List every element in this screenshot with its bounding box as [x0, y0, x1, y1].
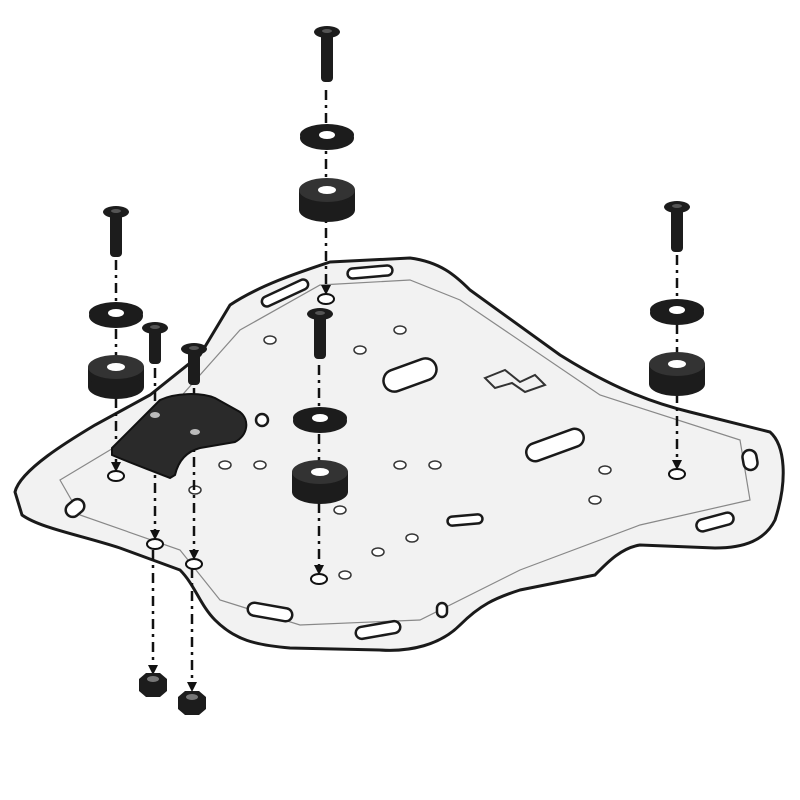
bolt: [664, 201, 690, 252]
arrow-icon: [321, 285, 331, 295]
spacer-bottom: [292, 480, 348, 504]
nut-body: [178, 691, 206, 715]
bolt-socket: [150, 325, 160, 329]
bolt-socket: [111, 209, 121, 213]
spacer-hole: [668, 360, 686, 368]
bolt-shank: [188, 349, 200, 385]
bolt-socket: [322, 29, 332, 33]
washer-hole: [669, 306, 685, 314]
plate-slot: [695, 511, 735, 533]
washer-hole: [319, 131, 335, 139]
nut-body: [139, 673, 167, 697]
mounting-hole: [107, 470, 125, 482]
plate-hole: [588, 495, 602, 505]
plate-hole: [598, 465, 612, 475]
plate-outline: [13, 256, 785, 652]
plate-slot: [346, 264, 394, 280]
mounting-hole: [668, 468, 686, 480]
mounting-bracket: [111, 393, 248, 480]
rack-plate: [13, 256, 785, 652]
plate-hole: [393, 460, 407, 470]
washer: [650, 299, 704, 325]
bolt-shank: [149, 328, 161, 364]
plate-slot: [254, 412, 270, 428]
plate-hole: [333, 505, 347, 515]
washer-hole: [312, 414, 328, 422]
nut-hole: [186, 694, 198, 700]
arrow-icon: [187, 682, 197, 692]
plate-slot: [354, 619, 402, 641]
nut: [178, 691, 206, 715]
mounting-hole: [310, 573, 328, 585]
bolt: [142, 322, 168, 364]
plate-hole: [393, 325, 407, 335]
plate-hole: [218, 460, 232, 470]
spacer-bottom: [88, 375, 144, 399]
washer: [89, 302, 143, 328]
plate-slot: [64, 497, 86, 519]
plate-hole: [428, 460, 442, 470]
bolt-socket: [189, 346, 199, 350]
plate-hole: [253, 460, 267, 470]
bolt: [181, 343, 207, 385]
spacer-hole: [311, 468, 329, 476]
plate-slot: [446, 513, 484, 527]
plate-slot: [382, 357, 438, 393]
nut-hole: [147, 676, 159, 682]
spacer: [299, 178, 355, 222]
plate-slot: [260, 278, 310, 308]
nut: [139, 673, 167, 697]
plate-hole: [263, 335, 277, 345]
bolt-shank: [110, 212, 122, 257]
bolt-shank: [321, 32, 333, 82]
plate-slot: [741, 448, 759, 472]
spacer: [649, 352, 705, 396]
bolt: [314, 26, 340, 82]
plate-slot: [246, 601, 294, 623]
arrow-icon: [150, 530, 160, 540]
bolt-shank: [671, 207, 683, 252]
bolt-shank: [314, 314, 326, 359]
arrow-icon: [314, 565, 324, 575]
plate-slot: [525, 427, 585, 463]
washer: [293, 407, 347, 433]
bolt-socket: [315, 311, 325, 315]
plate-hole: [405, 533, 419, 543]
mounting-hole: [317, 293, 335, 305]
plate-inner-contour: [59, 279, 751, 626]
bolt-socket: [672, 204, 682, 208]
washer-hole: [108, 309, 124, 317]
spacer: [292, 460, 348, 504]
arrow-icon: [672, 460, 682, 470]
bolt: [103, 206, 129, 257]
spacer-hole: [318, 186, 336, 194]
plate-hole: [353, 345, 367, 355]
plate-hole: [371, 547, 385, 557]
spacer-hole: [107, 363, 125, 371]
arrow-icon: [148, 665, 158, 675]
arrow-icon: [111, 462, 121, 472]
mounting-hole: [185, 558, 203, 570]
spacer-bottom: [649, 372, 705, 396]
plate-hole: [338, 570, 352, 580]
mounting-hole: [146, 538, 164, 550]
logo-mark: [483, 368, 547, 394]
plate-slot: [435, 601, 449, 619]
bolt: [307, 308, 333, 359]
spacer: [88, 355, 144, 399]
washer: [300, 124, 354, 150]
arrow-icon: [189, 550, 199, 560]
spacer-bottom: [299, 198, 355, 222]
